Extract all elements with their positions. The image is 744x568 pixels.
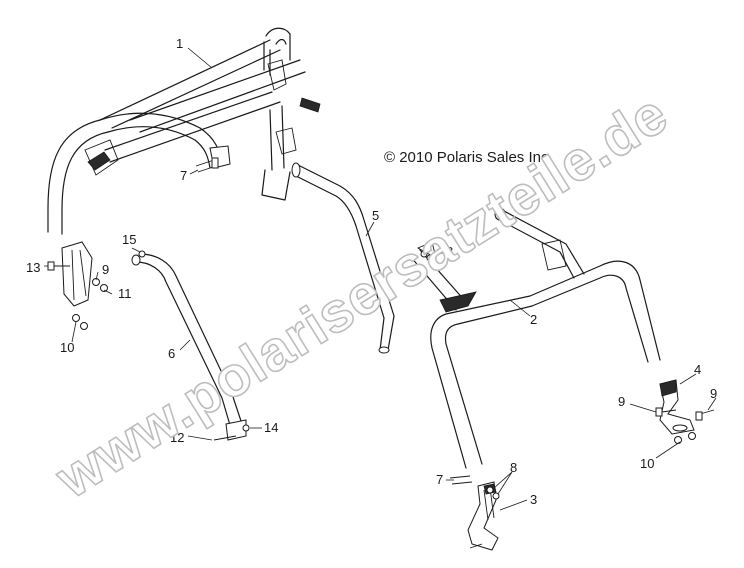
callout-10b: 10 [640,456,654,471]
leader-lines [44,47,717,511]
copyright-notice: © 2010 Polaris Sales Inc. [384,149,553,166]
callout-5: 5 [372,208,379,223]
hardware-fasteners [47,157,715,549]
callout-12: 12 [170,430,184,445]
callout-8a: 8 [446,244,453,259]
callout-9a: 9 [102,262,109,277]
callout-9c: 9 [710,386,717,401]
callout-8b: 8 [510,460,517,475]
callout-7b: 7 [436,472,443,487]
callout-9b: 9 [618,394,625,409]
part-6-side-brace [131,253,247,441]
callout-4: 4 [694,362,701,377]
callout-labels: 1 2 3 4 5 6 7 7 8 8 9 9 9 10 10 11 12 13… [26,36,717,507]
callout-6: 6 [168,346,175,361]
callout-1: 1 [176,36,183,51]
callout-14: 14 [264,420,278,435]
callout-3: 3 [530,492,537,507]
part-3-foot-bracket [467,481,499,551]
callout-10a: 10 [60,340,74,355]
part-4-foot-bracket [659,379,695,435]
part-1-rear-roll-bar [47,27,321,307]
callout-11: 11 [118,286,132,301]
callout-13: 13 [26,260,40,275]
callout-7a: 7 [180,168,187,183]
callout-15: 15 [122,232,136,247]
part-5-brace-tube [291,162,395,354]
watermark: www.polarisersatzteile.de [44,81,678,510]
callout-2: 2 [530,312,537,327]
